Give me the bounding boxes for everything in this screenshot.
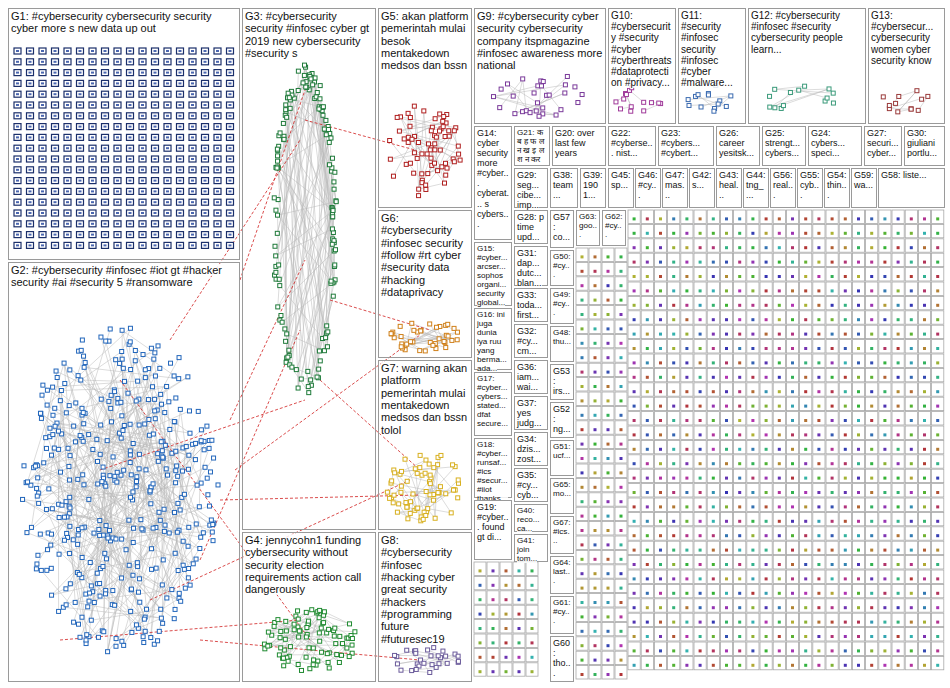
- graph-canvas: G1: #cybersecurity cybersecurity securit…: [0, 0, 950, 688]
